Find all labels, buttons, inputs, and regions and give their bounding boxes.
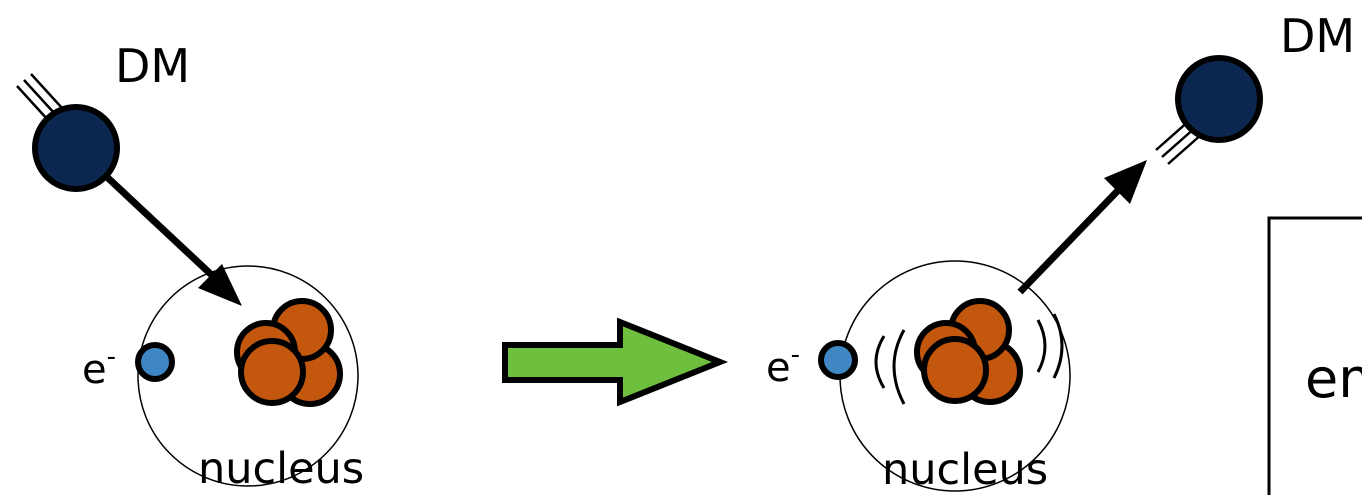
right-nucleus-label: nucleus (882, 445, 1048, 495)
right-nucleus (914, 298, 1023, 405)
right-electron (818, 340, 858, 380)
left-nucleus-label: nucleus (198, 444, 364, 494)
right-arrowhead (1104, 160, 1147, 204)
right-outgoing-arrow (1017, 175, 1133, 295)
right-electron-label: e- (766, 340, 800, 391)
left-nucleon (238, 338, 306, 406)
left-incoming-arrow (105, 175, 235, 297)
text-box-border (1267, 216, 1362, 500)
left-dm-particle (32, 104, 120, 192)
left-arrowhead (198, 264, 242, 306)
left-dm-label: DM (115, 39, 190, 93)
left-panel: DM e- nucleus (16, 39, 364, 494)
right-dm-particle (1175, 55, 1263, 143)
left-electron (135, 342, 175, 382)
left-nucleus (234, 298, 343, 407)
right-nucleon (921, 336, 989, 404)
right-dm-label: DM (1280, 9, 1355, 63)
left-electron-label: e- (82, 342, 116, 393)
right-panel: DM e- nucleus (766, 9, 1355, 495)
left-atom-circle (137, 265, 359, 487)
text-box-content: em (1305, 347, 1362, 410)
transition-arrow (502, 317, 729, 407)
left-dm-motion-lines (16, 73, 63, 121)
text-box: em (1267, 216, 1362, 500)
right-vibration-marks (874, 313, 1064, 405)
